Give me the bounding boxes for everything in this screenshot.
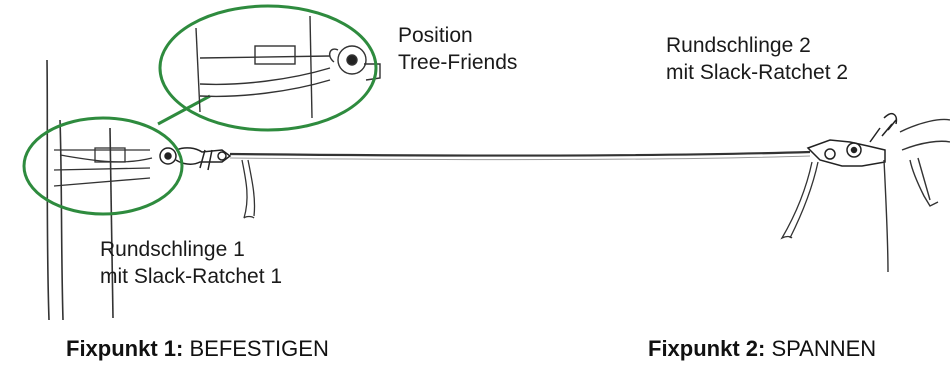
sling-1-line-2: mit Slack-Ratchet 1 [100,265,283,288]
ratchet-2 [806,113,898,167]
webbing-tail-2 [780,161,813,240]
inset-zoom [157,4,381,132]
sling-1-line-1: Rundschlinge 1 [100,238,245,261]
tree-2 [883,118,950,273]
fixpoint-1-caption: Fixpunkt 1: BEFESTIGEN [66,336,329,362]
slackline-webbing [229,150,811,157]
ratchet-1 [159,147,232,171]
fixpoint-1-action: BEFESTIGEN [189,336,329,361]
position-label: Position Tree-Friends [398,22,517,76]
fixpoint-2-caption: Fixpunkt 2: SPANNEN [648,336,876,362]
webbing-tail-1 [241,159,255,219]
sling-2-line-1: Rundschlinge 2 [666,34,811,57]
sling-1-label: Rundschlinge 1 mit Slack-Ratchet 1 [100,236,282,290]
sling-2-line-2: mit Slack-Ratchet 2 [666,61,849,84]
position-line-2: Tree-Friends [398,51,518,74]
position-line-1: Position [398,24,473,47]
sling-1-highlight-circle [22,116,184,216]
fixpoint-1-title: Fixpunkt 1: [66,336,184,361]
fixpoint-2-title: Fixpunkt 2: [648,336,766,361]
inset-highlight-circle [158,4,378,132]
sling-1 [53,147,153,187]
fixpoint-2-action: SPANNEN [771,336,877,361]
sling-2-label: Rundschlinge 2 mit Slack-Ratchet 2 [666,32,848,86]
